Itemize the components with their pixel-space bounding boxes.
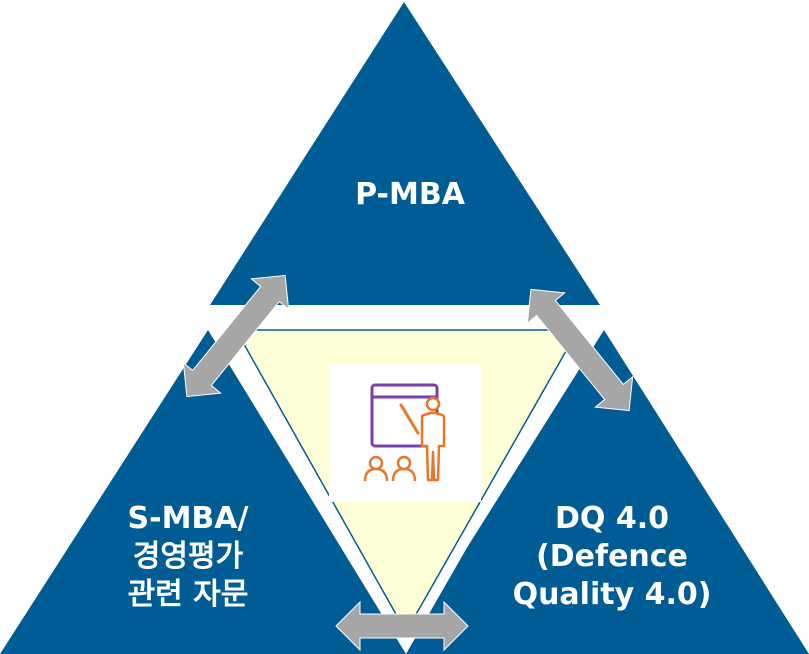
left-label-line-1: S-MBA/ bbox=[128, 501, 249, 536]
top-triangle bbox=[210, 2, 600, 305]
presenter-teaching-board-icon bbox=[329, 364, 481, 502]
right-label-line-3: Quality 4.0) bbox=[513, 577, 712, 612]
left-label-line-2: 경영평가 bbox=[133, 539, 244, 574]
arrow-top-right bbox=[526, 288, 634, 412]
right-label-line-1: DQ 4.0 bbox=[555, 501, 669, 536]
arrow-bottom bbox=[335, 600, 469, 652]
left-label-line-3: 관련 자문 bbox=[128, 577, 249, 612]
arrow-top-left bbox=[182, 274, 290, 398]
top-label: P-MBA bbox=[355, 177, 466, 212]
left-triangle bbox=[0, 330, 406, 654]
right-label-line-2: (Defence bbox=[536, 539, 688, 574]
right-triangle bbox=[400, 330, 809, 654]
